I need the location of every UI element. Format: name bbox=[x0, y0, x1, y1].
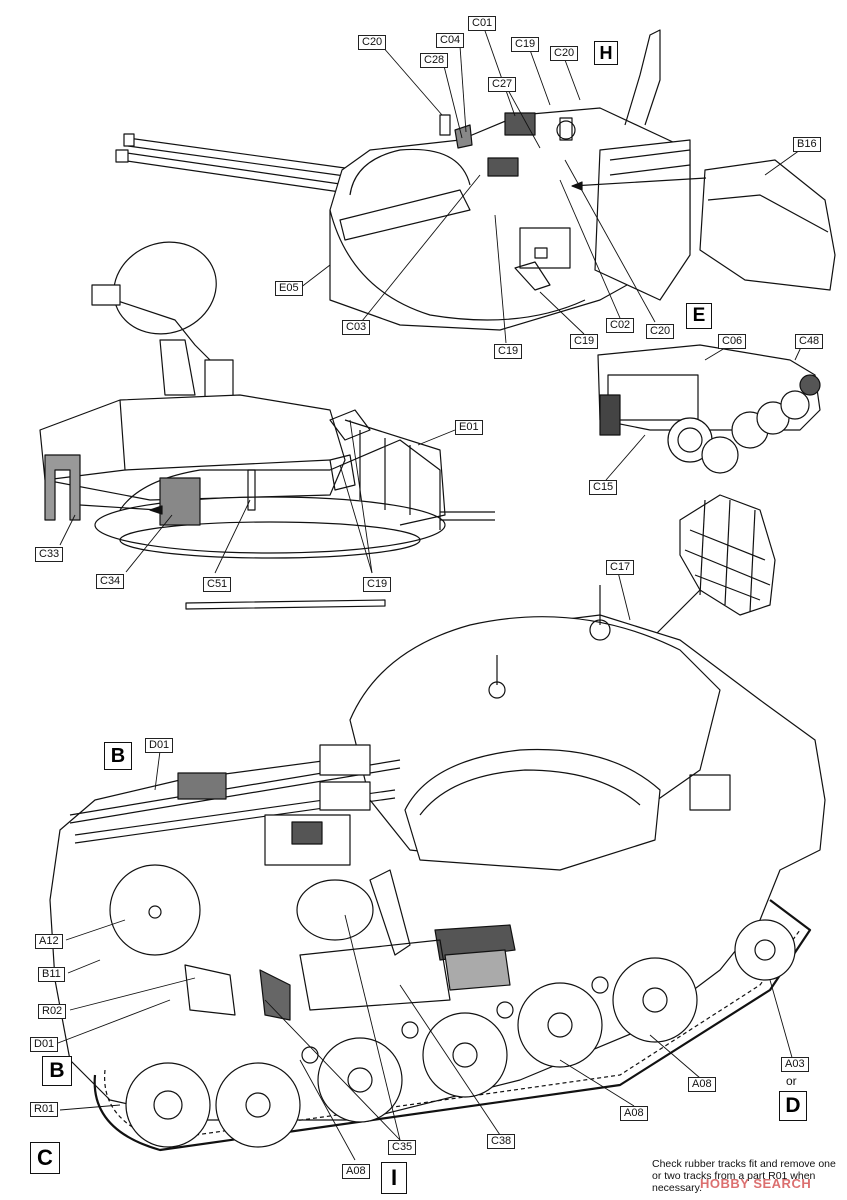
label-c28: C28 bbox=[420, 53, 449, 68]
label-c20: C20 bbox=[550, 46, 579, 61]
label-a08: A08 bbox=[342, 1164, 370, 1179]
label-c51: C51 bbox=[203, 577, 232, 592]
label-c19: C19 bbox=[363, 577, 392, 592]
label-r02: R02 bbox=[38, 1004, 67, 1019]
label-c35: C35 bbox=[388, 1140, 417, 1155]
label-r01: R01 bbox=[30, 1102, 59, 1117]
step-letter-c: C bbox=[30, 1142, 60, 1174]
main-hull-drawing bbox=[49, 494, 826, 1152]
label-c15: C15 bbox=[589, 480, 618, 495]
label-c02: C02 bbox=[606, 318, 635, 333]
label-e01: E01 bbox=[455, 420, 483, 435]
label-c33: C33 bbox=[35, 547, 64, 562]
label-a08: A08 bbox=[688, 1077, 716, 1092]
label-d01: D01 bbox=[30, 1037, 59, 1052]
leader-lines bbox=[57, 27, 803, 1161]
turret-top-drawing bbox=[115, 29, 836, 331]
label-c06: C06 bbox=[718, 334, 747, 349]
label-c04: C04 bbox=[436, 33, 465, 48]
label-c48: C48 bbox=[795, 334, 824, 349]
label-b11: B11 bbox=[38, 967, 65, 982]
label-a08: A08 bbox=[620, 1106, 648, 1121]
label-b16: B16 bbox=[793, 137, 821, 152]
or-text: or bbox=[786, 1074, 797, 1088]
label-e05: E05 bbox=[275, 281, 303, 296]
label-c03: C03 bbox=[342, 320, 371, 335]
label-c20: C20 bbox=[646, 324, 675, 339]
step-letter-d: D bbox=[779, 1091, 807, 1121]
label-d01: D01 bbox=[145, 738, 174, 753]
label-c20: C20 bbox=[358, 35, 387, 50]
label-c19: C19 bbox=[494, 344, 523, 359]
track-fit-note: Check rubber tracks fit and remove one o… bbox=[652, 1158, 836, 1194]
label-c17: C17 bbox=[606, 560, 635, 575]
step-letter-b: B bbox=[104, 742, 132, 770]
step-letter-e: E bbox=[686, 303, 712, 329]
step-letter-h: H bbox=[594, 41, 618, 65]
turret-underside-drawing bbox=[39, 241, 495, 610]
label-a03: A03 bbox=[781, 1057, 809, 1072]
label-c34: C34 bbox=[96, 574, 125, 589]
hull-rear-inset-drawing bbox=[597, 344, 821, 474]
label-c19: C19 bbox=[570, 334, 599, 349]
label-a12: A12 bbox=[35, 934, 63, 949]
label-c01: C01 bbox=[468, 16, 497, 31]
watermark: HOBBY SEARCH bbox=[700, 1176, 812, 1191]
label-c27: C27 bbox=[488, 77, 517, 92]
label-c38: C38 bbox=[487, 1134, 516, 1149]
step-letter-i: I bbox=[381, 1162, 407, 1194]
step-letter-b: B bbox=[42, 1056, 72, 1086]
label-c19: C19 bbox=[511, 37, 540, 52]
